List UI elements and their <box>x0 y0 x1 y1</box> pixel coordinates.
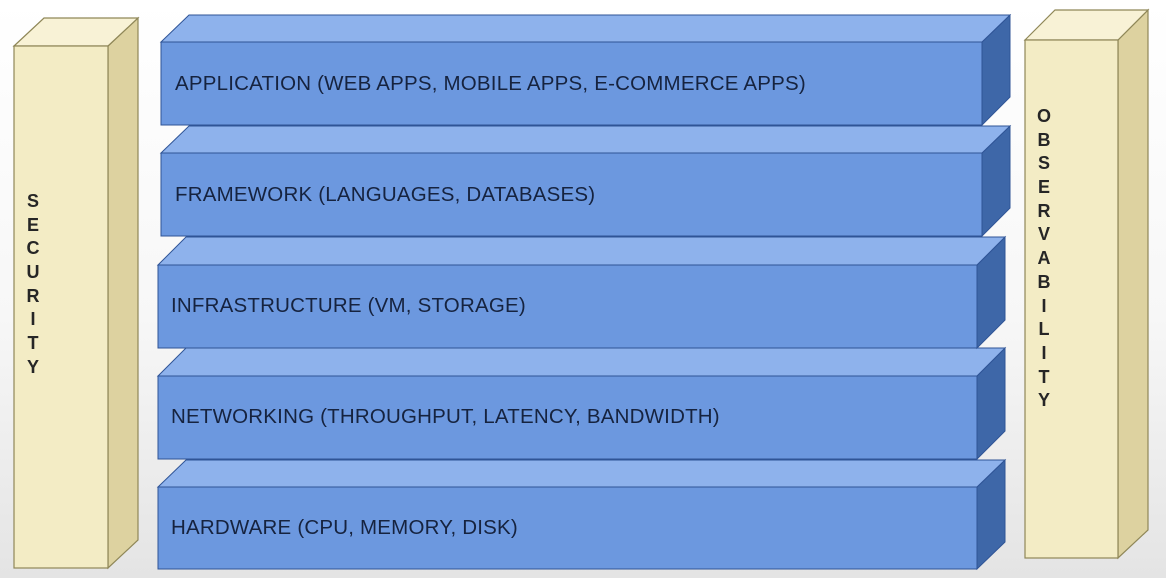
pillar-letter: I <box>1041 295 1047 316</box>
layer-framework-label: FRAMEWORK (LANGUAGES, DATABASES) <box>175 183 596 206</box>
layer-framework-front <box>160 152 983 237</box>
layer-infrastructure <box>156 235 1007 350</box>
layer-application-front <box>160 41 983 126</box>
layer-networking <box>156 346 1007 461</box>
layer-hardware-top <box>156 459 1007 488</box>
layer-application-top <box>159 14 1012 43</box>
security-pillar-side <box>107 16 139 570</box>
pillar-letter: I <box>30 309 36 330</box>
security-pillar-front <box>13 45 109 569</box>
layer-infrastructure-top <box>156 236 1007 266</box>
pillar-letter: Y <box>26 356 39 377</box>
layer-application-label: APPLICATION (WEB APPS, MOBILE APPS, E-CO… <box>175 72 806 95</box>
pillar-letter: E <box>1037 177 1050 198</box>
pillar-letter: B <box>1037 271 1051 292</box>
layer-hardware <box>156 458 1007 571</box>
observability-pillar-side <box>1117 8 1149 560</box>
pillar-letter: A <box>1037 248 1051 269</box>
pillar-letter: I <box>1041 342 1047 363</box>
observability-pillar <box>1023 8 1150 560</box>
layer-networking-front <box>157 375 978 460</box>
layer-framework <box>159 124 1012 238</box>
layer-infrastructure-front <box>157 264 978 349</box>
layer-framework-top <box>159 125 1012 154</box>
pillar-letter: R <box>26 285 40 306</box>
pillar-letter: Y <box>1037 390 1050 411</box>
pillar-letter: U <box>26 262 40 283</box>
layer-hardware-label: HARDWARE (CPU, MEMORY, DISK) <box>171 516 518 539</box>
pillar-letter: T <box>27 333 39 354</box>
pillar-letter: C <box>26 238 40 259</box>
layer-hardware-front <box>157 486 978 570</box>
pillar-letter: T <box>1038 366 1050 387</box>
pillar-letter: B <box>1037 129 1051 150</box>
pillar-letter: L <box>1038 319 1050 340</box>
pillar-letter: S <box>1037 153 1050 174</box>
layer-networking-top <box>156 347 1007 377</box>
observability-pillar-front <box>1024 39 1119 559</box>
layer-networking-label: NETWORKING (THROUGHPUT, LATENCY, BANDWID… <box>171 405 720 428</box>
layer-application <box>159 13 1012 127</box>
pillar-letter: V <box>1037 224 1050 245</box>
security-pillar <box>12 16 140 570</box>
pillar-letter: S <box>26 191 39 211</box>
pillar-letter: O <box>1036 106 1051 126</box>
layer-infrastructure-label: INFRASTRUCTURE (VM, STORAGE) <box>171 294 526 317</box>
pillar-letter: R <box>1037 200 1051 221</box>
pillar-letter: E <box>26 214 39 235</box>
